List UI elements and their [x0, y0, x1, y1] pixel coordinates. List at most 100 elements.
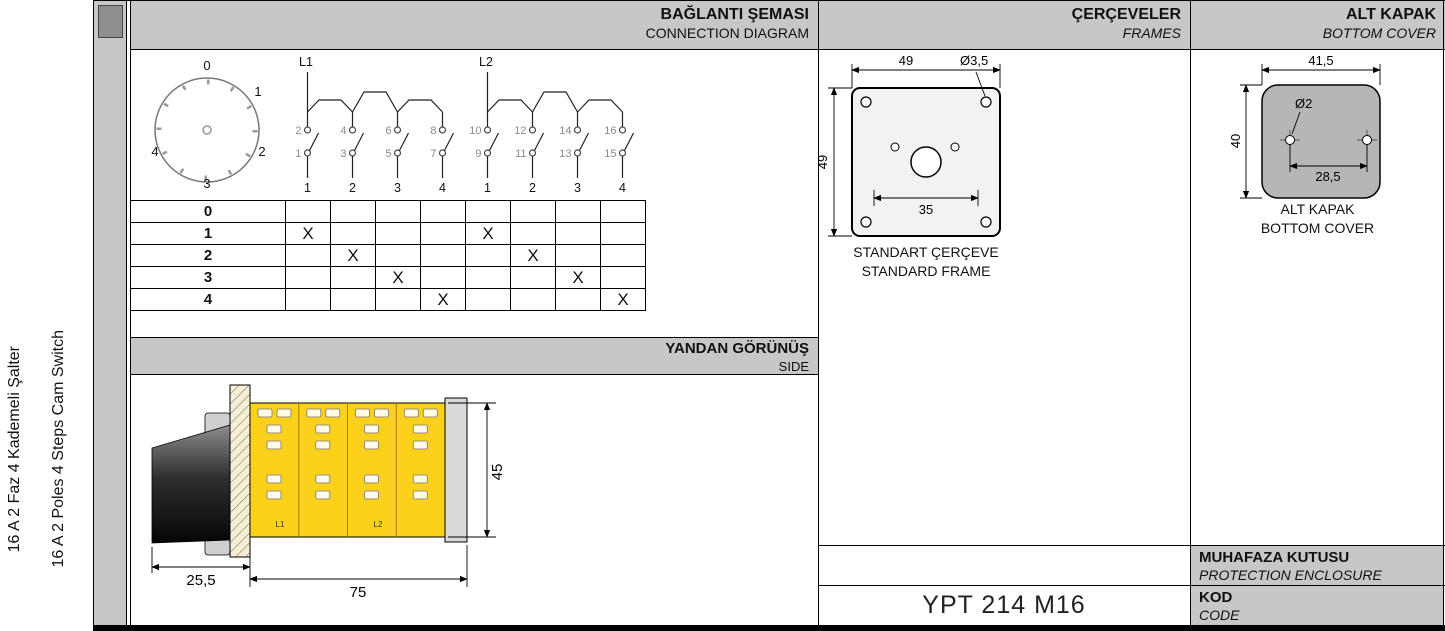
frame-caption-tr: STANDART ÇERÇEVE: [853, 244, 999, 260]
cover-dim-left-label: 40: [1228, 134, 1243, 148]
table-mark-cell: X: [421, 289, 466, 311]
dial-position-3: 3: [203, 176, 210, 191]
mounting-plate: [229, 384, 251, 558]
wiring-jumpers: [306, 72, 624, 127]
frame-dim-left-label: 49: [818, 155, 830, 169]
table-mark-cell: [466, 289, 511, 311]
cover-dim-inner-label: 28,5: [1315, 169, 1340, 184]
table-mark-cell: [286, 201, 331, 223]
table-position-cell: 3: [131, 267, 286, 289]
table-mark-cell: [601, 201, 646, 223]
cover-drawing: Ø2 41,5 40 28,5: [1228, 53, 1381, 199]
frame-dim-top: [851, 64, 1001, 97]
table-mark-cell: [466, 245, 511, 267]
connection-header: BAĞLANTI ŞEMASI CONNECTION DIAGRAM: [130, 0, 818, 50]
frame-dim-inner-label: 35: [919, 202, 933, 217]
footer-line: [818, 545, 1445, 546]
terminal-number: 7: [430, 148, 436, 160]
dial-position-4: 4: [151, 144, 158, 159]
table-position-cell: 1: [131, 223, 286, 245]
table-mark-cell: [556, 223, 601, 245]
frame-dim-top-label: 49: [899, 53, 913, 68]
table-mark-cell: [511, 201, 556, 223]
table-mark-cell: [601, 245, 646, 267]
table-mark-cell: X: [511, 245, 556, 267]
end-plate: [444, 397, 468, 543]
rotary-dial: 0 1 2 3 4: [151, 58, 265, 191]
code-label-en: CODE: [1199, 607, 1240, 623]
side-view-title-tr: YANDAN GÖRÜNÜŞ: [665, 340, 809, 357]
deck-label-l1: L1: [276, 520, 285, 529]
table-mark-cell: [376, 201, 421, 223]
switch-handle: [151, 424, 231, 544]
terminal-number: 3: [340, 148, 346, 160]
frame-drawing: 49 Ø3,5 49 35: [818, 53, 1001, 237]
terminal-number: 12: [514, 125, 526, 137]
cover-dim-top-label: 41,5: [1308, 53, 1333, 68]
protection-label-en: PROTECTION ENCLOSURE: [1199, 567, 1382, 583]
product-code: YPT 214 M16: [922, 590, 1086, 619]
bottom-cover-title-en: BOTTOM COVER: [1322, 25, 1436, 41]
terminal-number: 15: [604, 148, 616, 160]
divider: [818, 0, 819, 625]
dial-center-hole: [202, 125, 212, 135]
phase-label-l2: L2: [479, 55, 493, 69]
dimension-height-label: 45: [489, 464, 506, 481]
frame-center-hole: [910, 146, 942, 178]
bottom-cover-header: ALT KAPAK BOTTOM COVER: [1190, 0, 1445, 50]
table-mark-cell: [556, 245, 601, 267]
frame-small-hole: [950, 142, 960, 152]
pole-column-number: 4: [439, 181, 446, 195]
table-mark-cell: [331, 289, 376, 311]
switch-body: L1 L2: [249, 402, 446, 538]
frame-dim-left: [828, 87, 852, 237]
table-mark-cell: [601, 223, 646, 245]
cover-outline: [1261, 84, 1381, 199]
dimension-body-label: 75: [350, 584, 367, 601]
dial-position-0: 0: [203, 58, 210, 73]
terminal-number: 10: [469, 125, 481, 137]
table-mark-cell: [466, 267, 511, 289]
sidebar-title-english: 16 A 2 Poles 4 Steps Cam Switch: [50, 330, 67, 568]
pole-column-number: 4: [619, 181, 626, 195]
frame-caption-en: STANDARD FRAME: [861, 262, 991, 279]
footer-line: [818, 585, 1445, 586]
connection-diagram: 0 1 2 3 4 L1 L2: [151, 55, 635, 195]
terminal-number: 8: [430, 125, 436, 137]
table-mark-cell: [421, 223, 466, 245]
table-mark-cell: [511, 289, 556, 311]
contact-columns: 2 4 6 8 10 12 14 16 1 3 5 7 9 11 13 15 1…: [295, 125, 635, 195]
pole-column-number: 2: [529, 181, 536, 195]
dial-position-2: 2: [258, 144, 265, 159]
table-mark-cell: [376, 245, 421, 267]
table-mark-cell: [466, 201, 511, 223]
table-mark-cell: [331, 201, 376, 223]
right-border: [1443, 0, 1444, 625]
terminal-number: 4: [340, 125, 346, 137]
sidebar-title-turkish: 16 A 2 Faz 4 Kademeli Şalter: [6, 346, 23, 553]
table-mark-cell: X: [286, 223, 331, 245]
switch-state-table: 0 1 X X 2 X X 3 X X 4: [130, 200, 646, 311]
binding-strip-tab: [98, 5, 123, 38]
cover-hole-dia-label: Ø2: [1295, 96, 1312, 111]
terminal-number: 9: [475, 148, 481, 160]
side-view-header: YANDAN GÖRÜNÜŞ SIDE: [130, 337, 818, 375]
dial-position-1: 1: [254, 84, 261, 99]
frame-hole-dia-label: Ø3,5: [960, 53, 988, 68]
pole-column-number: 2: [349, 181, 356, 195]
table-mark-cell: [421, 245, 466, 267]
binding-strip: [93, 0, 127, 631]
code-label-tr: KOD: [1199, 589, 1233, 606]
table-mark-cell: [556, 201, 601, 223]
cover-caption-en: BOTTOM COVER: [1260, 219, 1375, 236]
table-mark-cell: [286, 289, 331, 311]
pole-column-number: 1: [484, 181, 491, 195]
bottom-border: [93, 625, 1445, 631]
frames-title-en: FRAMES: [1122, 25, 1181, 41]
frames-header: ÇERÇEVELER FRAMES: [818, 0, 1190, 50]
terminal-blocks: [257, 408, 438, 500]
cover-holes: [1280, 130, 1377, 150]
table-mark-cell: X: [601, 289, 646, 311]
table-mark-cell: [286, 245, 331, 267]
